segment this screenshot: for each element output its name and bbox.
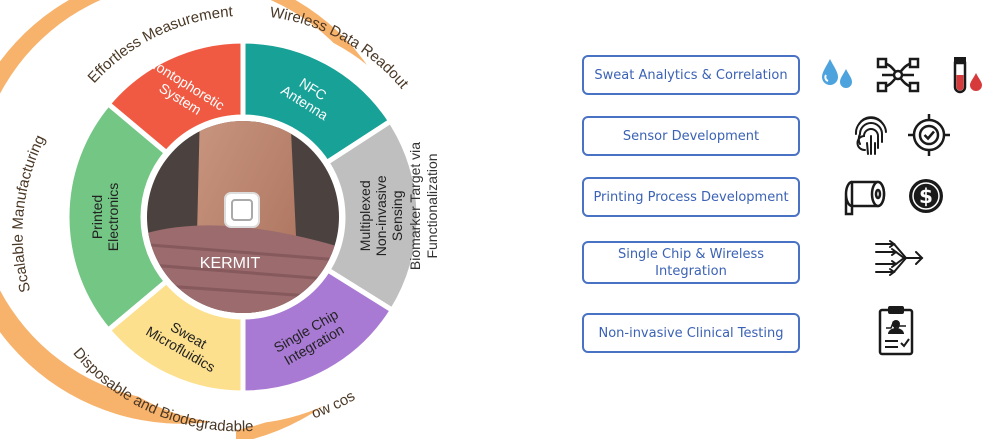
step-sensor-development[interactable]: Sensor Development	[582, 116, 800, 156]
extension-label: Biomarker Target viaFunctionalization	[407, 142, 440, 270]
network-icon	[876, 57, 920, 93]
target-icon	[908, 114, 950, 156]
data-merge-icon	[875, 240, 924, 276]
segment-label-printed-electronics: PrintedElectronics	[89, 183, 121, 251]
svg-text:$: $	[919, 184, 933, 208]
segment-label-multiplexed-non-invasive-sensing: MultiplexedNon-invasiveSensing	[357, 175, 405, 256]
step-sweat-analytics[interactable]: Sweat Analytics & Correlation	[582, 55, 800, 95]
paper-roll-icon	[844, 180, 886, 216]
clipboard-report-icon	[878, 306, 914, 356]
step-clinical-testing[interactable]: Non-invasive Clinical Testing	[582, 313, 800, 353]
water-drops-icon	[822, 59, 852, 88]
step-printing-process[interactable]: Printing Process Development	[582, 177, 800, 217]
fingerprint-icon	[854, 116, 887, 155]
dollar-icon: $	[909, 179, 943, 213]
step-single-chip-wireless[interactable]: Single Chip & Wireless Integration	[582, 241, 800, 284]
kermit-label: KERMIT	[200, 255, 261, 272]
blood-tube-icon	[953, 57, 982, 94]
kermit-photo	[147, 121, 339, 313]
